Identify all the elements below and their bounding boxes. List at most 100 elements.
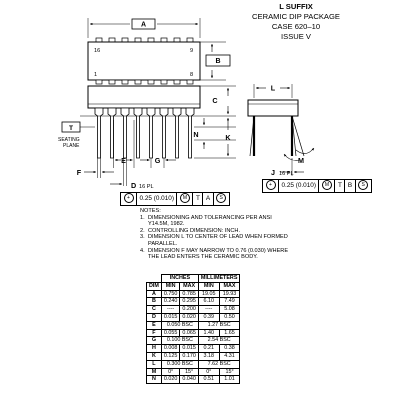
mm-min-cell: 0.39	[197, 312, 220, 322]
mm-max-cell: 5.08	[218, 305, 241, 314]
group-millimeters: MILLIMETERS	[197, 274, 241, 283]
dim-label-C: C	[212, 96, 217, 105]
note-item: 3.DIMENSION L TO CENTER OF LEAD WHEN FOR…	[140, 234, 288, 247]
issue-label: ISSUE V	[281, 32, 311, 41]
inches-bsc-cell: 0.100 BSC	[160, 336, 199, 346]
dim-cell: L	[146, 359, 162, 369]
mm-min-cell: 0°	[197, 367, 220, 377]
pin-16-label: 16	[94, 48, 100, 54]
mm-min-cell: ----	[197, 305, 220, 314]
fcf-right-modifier: M	[319, 179, 336, 192]
fcf-left-datum-mod: S	[214, 192, 229, 205]
pin-1-label: 1	[94, 72, 97, 78]
notes-list: 1.DIMENSIONING AND TOLERANCING PER ANSI …	[140, 215, 290, 261]
package-name: CERAMIC DIP PACKAGE	[252, 12, 340, 21]
mm-min-cell: 3.18	[197, 351, 220, 361]
seating-plane-label-2: PLANE	[63, 143, 80, 149]
mm-bsc-cell: 1.27 BSC	[197, 320, 241, 330]
fcf-left-datum-2: A	[203, 193, 214, 205]
dim-label-L: L	[271, 84, 276, 93]
dim-label-G: G	[155, 156, 161, 165]
fcf-right-datum-mod: S	[356, 179, 371, 192]
inches-min-cell: 0.240	[160, 297, 181, 307]
notes-heading: NOTES:	[140, 208, 161, 214]
note-item: 1.DIMENSIONING AND TOLERANCING PER ANSI …	[140, 214, 272, 228]
note-item: 4.DIMENSION F MAY NARROW TO 0.76 (0.030)…	[140, 247, 289, 261]
table-column-header: DIM MIN MAX MIN MAX	[146, 281, 241, 291]
inches-max-cell: 0.040	[179, 375, 199, 385]
inches-max-cell: 0.020	[179, 312, 199, 322]
col-mm-max: MAX	[218, 281, 241, 291]
package-header: L SUFFIX CERAMIC DIP PACKAGE CASE 620–10…	[236, 2, 356, 42]
case-number: CASE 620–10	[271, 22, 321, 31]
inches-max-cell: 0.785	[179, 289, 199, 299]
inches-max-cell: 0.065	[179, 328, 199, 338]
mm-max-cell: 15°	[218, 367, 241, 377]
dim-label-F: F	[77, 168, 82, 177]
mm-max-cell: 19.93	[218, 289, 241, 299]
notes-block: NOTES: 1.DIMENSIONING AND TOLERANCING PE…	[140, 208, 290, 261]
mm-min-cell: 1.40	[197, 328, 220, 338]
dim-label-D: D	[131, 181, 136, 190]
inches-min-cell: 0.015	[160, 312, 181, 322]
fcf-right-tolerance: 0.25 (0.010)	[279, 180, 320, 192]
fcf-left: + 0.25 (0.010) M T A S	[120, 192, 230, 206]
mm-max-cell: 1.65	[218, 328, 241, 338]
mm-bsc-cell: 7.62 BSC	[197, 359, 241, 369]
fcf-right-datum-2: B	[345, 180, 356, 192]
inches-bsc-cell: 0.050 BSC	[160, 320, 199, 330]
inches-min-cell: 0°	[160, 367, 181, 377]
col-in-max: MAX	[179, 281, 199, 291]
dimensions-table: INCHES MILLIMETERS DIM MIN MAX MIN MAX A…	[146, 274, 241, 385]
inches-min-cell: 0.008	[160, 344, 181, 353]
dim-d-16pl: 16 PL	[139, 184, 154, 190]
mm-max-cell: 0.38	[218, 344, 241, 353]
dim-cell: G	[146, 336, 162, 346]
dim-cell: N	[146, 375, 162, 385]
inches-min-cell: 0.055	[160, 328, 181, 338]
col-dim: DIM	[146, 281, 162, 291]
dim-label-N: N	[193, 130, 198, 139]
table-row: C----0.200----5.08	[146, 305, 241, 314]
inches-min-cell: 0.020	[160, 375, 181, 385]
fcf-right: + 0.25 (0.010) M T B S	[262, 179, 372, 193]
seating-plane-label-1: SEATING	[58, 137, 80, 143]
dim-cell: B	[146, 297, 162, 307]
dim-cell: K	[146, 351, 162, 361]
dim-label-B: B	[215, 58, 220, 65]
group-inches: INCHES	[160, 274, 199, 283]
note-item: 2.CONTROLLING DIMENSION: INCH.	[140, 227, 240, 234]
fcf-right-datum-1: T	[335, 180, 346, 192]
dim-j-16pl: 16 PL	[279, 171, 294, 177]
inches-bsc-cell: 0.300 BSC	[160, 359, 199, 369]
mm-min-cell: 19.05	[197, 289, 220, 299]
dim-label-J: J	[271, 168, 275, 177]
dim-cell: C	[146, 305, 162, 314]
position-symbol: +	[121, 192, 137, 205]
dim-cell: D	[146, 312, 162, 322]
pin-8-label: 8	[190, 72, 193, 78]
position-symbol: +	[263, 179, 279, 192]
col-in-min: MIN	[160, 281, 181, 291]
inches-min-cell: 0.750	[160, 289, 181, 299]
mm-max-cell: 1.01	[218, 375, 241, 385]
mm-max-cell: 7.49	[218, 297, 241, 307]
dim-cell: E	[146, 320, 162, 330]
dim-cell: M	[146, 367, 162, 377]
end-view	[247, 84, 315, 176]
mm-max-cell: 4.31	[218, 351, 241, 361]
dim-label-A: A	[141, 22, 146, 29]
fcf-left-datum-1: T	[193, 193, 204, 205]
mm-bsc-cell: 2.54 BSC	[197, 336, 241, 346]
table-group-header: INCHES MILLIMETERS	[146, 274, 241, 283]
mm-min-cell: 0.51	[197, 375, 220, 385]
